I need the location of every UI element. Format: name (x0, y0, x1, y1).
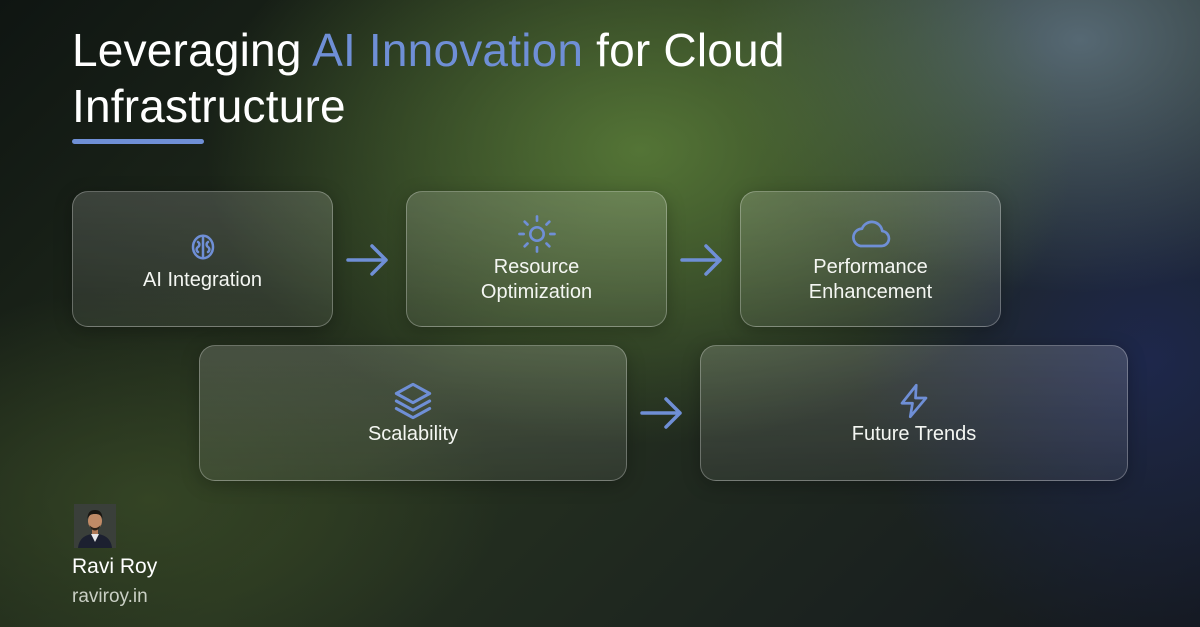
cloud-icon (850, 213, 892, 255)
author-name: Ravi Roy (72, 555, 158, 578)
arrow-right-icon (640, 397, 682, 429)
card-scalability: Scalability (199, 345, 627, 481)
card-label: Future Trends (851, 422, 977, 445)
card-label: AI Integration (143, 268, 262, 291)
page-title: Leveraging AI Innovation for Cloud Infra… (72, 22, 972, 134)
layers-icon (392, 380, 434, 422)
lightning-icon (893, 380, 935, 422)
card-label: Resource Optimization (480, 256, 593, 303)
card-future-trends: Future Trends (700, 345, 1128, 481)
brain-icon (182, 226, 224, 268)
title-part-2: for Cloud Infrastructure (72, 24, 785, 132)
card-label: Performance Enhancement (808, 256, 933, 303)
card-label: Scalability (367, 422, 459, 445)
arrow-right-icon (680, 244, 722, 276)
title-part-1: Leveraging (72, 24, 313, 76)
card-ai-integration: AI Integration (72, 191, 333, 327)
arrow-right-icon (346, 244, 388, 276)
avatar (74, 504, 116, 548)
title-accent: AI Innovation (312, 24, 584, 76)
title-underline (72, 139, 204, 144)
card-resource-optimization: Resource Optimization (406, 191, 667, 327)
sun-icon (516, 213, 558, 255)
card-performance-enhancement: Performance Enhancement (740, 191, 1001, 327)
author-website: raviroy.in (72, 586, 148, 607)
